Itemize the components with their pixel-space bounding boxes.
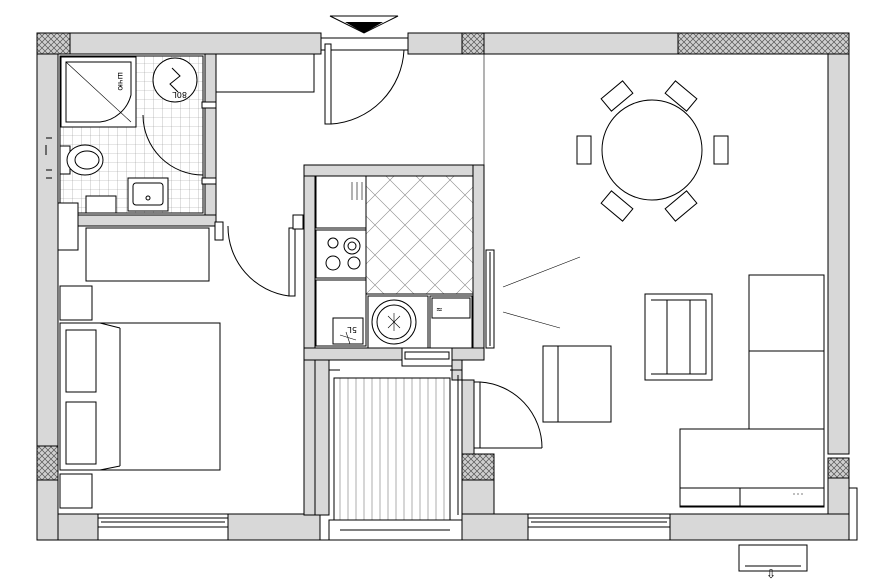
balcony bbox=[328, 369, 543, 541]
compass-arrow-icon: ⇩ bbox=[766, 567, 776, 580]
svg-text:шчю: шчю bbox=[116, 72, 125, 91]
kitchen: 5L ≈ bbox=[314, 175, 581, 367]
living-room bbox=[527, 80, 858, 541]
structural-columns bbox=[36, 32, 850, 481]
bathroom: шчю 80L bbox=[45, 55, 217, 214]
entrance-marker bbox=[329, 15, 399, 34]
boiler-label: 80L bbox=[172, 90, 187, 99]
outer-walls bbox=[36, 32, 850, 541]
dining-table bbox=[576, 80, 729, 222]
bedroom bbox=[57, 202, 304, 541]
sink-label: 5L bbox=[347, 325, 357, 334]
interior-walls bbox=[57, 53, 495, 516]
svg-text:≈: ≈ bbox=[436, 305, 443, 314]
entrance-door bbox=[321, 37, 485, 165]
orientation-marker: ⇩ bbox=[738, 544, 808, 580]
